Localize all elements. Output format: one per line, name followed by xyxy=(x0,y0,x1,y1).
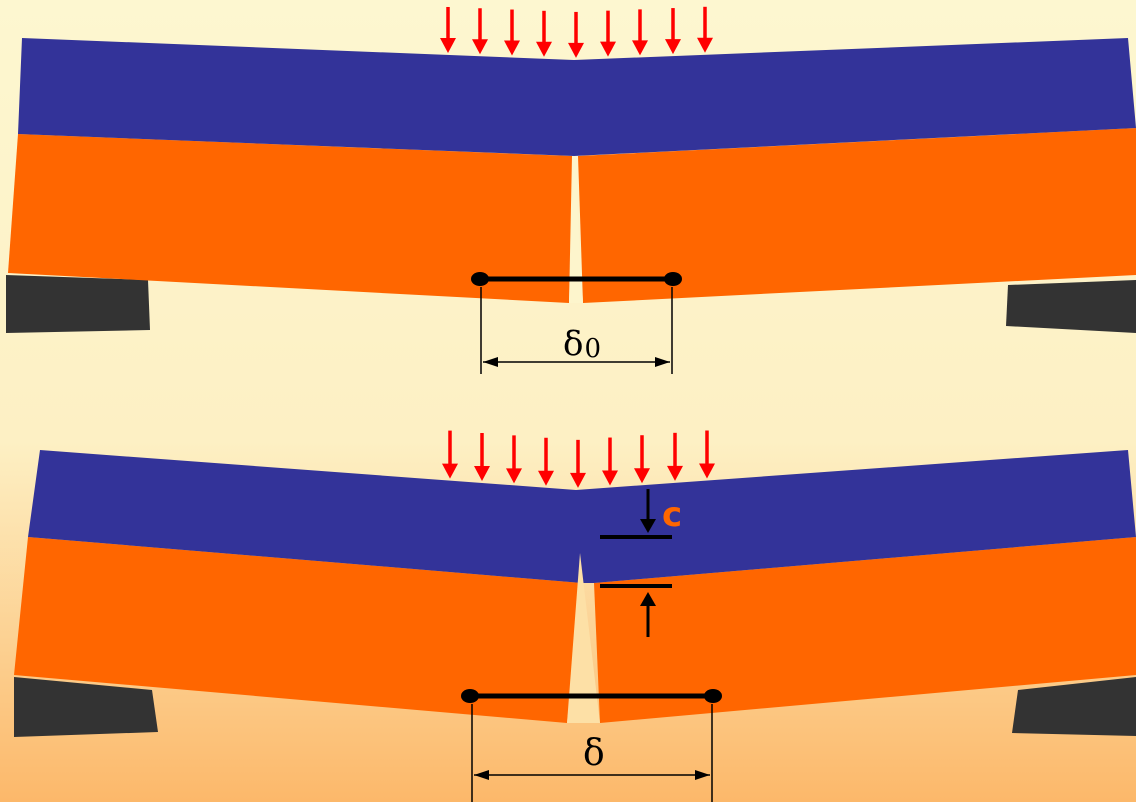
gauge-endpoint-right xyxy=(704,689,722,703)
gauge-endpoint-right xyxy=(664,272,682,286)
support-left-top xyxy=(6,275,150,333)
load-arrow-icon xyxy=(699,430,715,479)
load-arrow-icon xyxy=(538,437,554,486)
delta-zero-label: δ0 xyxy=(563,324,601,364)
load-arrow-icon xyxy=(667,432,683,481)
gauge-top xyxy=(471,272,682,286)
load-arrow-icon xyxy=(632,9,648,56)
load-arrow-icon xyxy=(506,435,522,484)
load-arrows-bottom xyxy=(442,430,715,488)
gauge-endpoint-left xyxy=(461,689,479,703)
compression-zone-bottom xyxy=(28,450,1136,583)
compression-zone-top xyxy=(18,38,1136,156)
load-arrow-icon xyxy=(536,10,552,57)
load-arrow-icon xyxy=(440,6,456,53)
crack-top xyxy=(569,156,583,303)
tension-zone-left-bottom xyxy=(14,537,582,723)
load-arrow-icon xyxy=(442,430,458,479)
load-arrows-top xyxy=(440,6,713,58)
beam-top: δ0 xyxy=(6,6,1136,374)
support-right-bottom xyxy=(1012,677,1136,736)
beam-bottom: c δ xyxy=(14,430,1136,802)
c-arrow-down xyxy=(640,519,656,533)
tension-zone-right-top xyxy=(578,128,1136,303)
load-arrow-icon xyxy=(602,437,618,486)
gauge-bottom xyxy=(461,689,722,703)
load-arrow-icon xyxy=(568,11,584,58)
load-arrow-icon xyxy=(665,8,681,55)
tension-zone-left-top xyxy=(8,134,572,303)
tension-zone-right-bottom xyxy=(594,537,1136,723)
gauge-endpoint-left xyxy=(471,272,489,286)
dimension-delta-bottom: δ xyxy=(471,704,713,802)
load-arrow-icon xyxy=(474,432,490,481)
load-arrow-icon xyxy=(570,439,586,488)
c-arrow-up xyxy=(640,592,656,606)
c-label: c xyxy=(662,495,682,535)
support-right-top xyxy=(1006,280,1136,333)
dimension-c: c xyxy=(600,489,682,637)
delta-label: δ xyxy=(583,733,605,774)
load-arrow-icon xyxy=(504,9,520,56)
load-arrow-icon xyxy=(697,6,713,53)
load-arrow-icon xyxy=(634,435,650,484)
crack-bottom xyxy=(567,553,600,723)
dimension-delta-top: δ0 xyxy=(480,287,673,374)
support-left-bottom xyxy=(14,677,158,737)
load-arrow-icon xyxy=(600,10,616,57)
load-arrow-icon xyxy=(472,8,488,55)
